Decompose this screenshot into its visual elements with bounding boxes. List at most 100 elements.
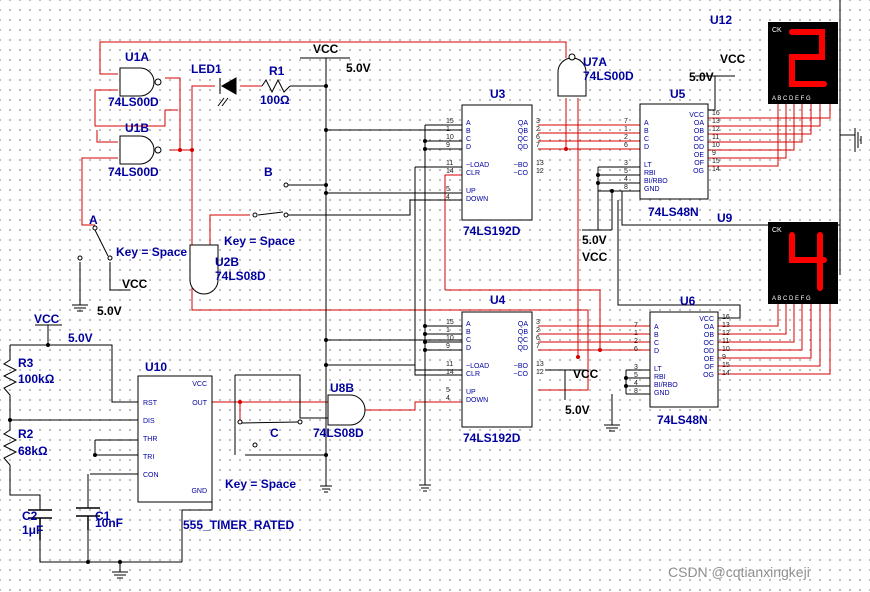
u6pins-pinnum-r2: 12 [722, 330, 730, 337]
label-vcc-top: VCC [313, 42, 339, 56]
component-labels: U1A 74LS00D U1B 74LS00D U7A 74LS00D U2B … [18, 13, 733, 537]
u6pins-pin-d: D [654, 348, 659, 355]
display-top-ck: CK [772, 27, 782, 34]
switch-b[interactable] [252, 182, 289, 218]
u3pins-pinnum-r2: 6 [536, 134, 540, 141]
u6pins-pinnum-r4: 10 [722, 346, 730, 353]
label-vcc-u4: VCC [573, 367, 599, 381]
label-u7a-part: 74LS00D [583, 69, 634, 83]
u5pins-pinnum-r5: 9 [712, 150, 716, 157]
u4pins-pin-c: C [466, 337, 471, 344]
u6pins-pinnum-r6: 15 [722, 362, 730, 369]
u6pins-pin-rbi: RBI [654, 374, 666, 381]
nand-gate-u1a [119, 67, 162, 97]
u4pins-pinnum-4: 11 [446, 361, 453, 368]
u4pins-pin-b: B [466, 329, 471, 336]
u5pins-pinnum-r4: 10 [712, 142, 720, 149]
u4pins-pin-qd: QD [518, 345, 529, 352]
led1-symbol [217, 77, 237, 107]
label-switch-c: C [270, 426, 279, 440]
u3pins-pinnum-3: 9 [446, 142, 450, 149]
u6pins-pin-oe: OE [704, 356, 714, 363]
u4pins-pin-~bo: ~BO [514, 363, 529, 370]
u5pins-pinnum-2: 2 [624, 134, 628, 141]
u10-pin-tri: TRI [143, 454, 154, 461]
label-vcc-switch-a: VCC [122, 277, 148, 291]
u5pins-pinnum-r3: 11 [712, 134, 719, 141]
label-r3-ref: R3 [18, 356, 34, 370]
u5pins-pin-og: OG [693, 168, 704, 175]
u3pins-pinnum-r4: 13 [536, 160, 544, 167]
label-u10-ref: U10 [145, 360, 167, 374]
u4pins-pin-down: DOWN [466, 397, 488, 404]
label-u10-part: 555_TIMER_RATED [183, 518, 294, 532]
u3pins-pinnum-r1: 2 [536, 126, 540, 133]
u5pins-pinnum-7: 8 [624, 184, 628, 191]
u3pins-pinnum-r3: 7 [536, 142, 540, 149]
u6pins-pinnum-2: 2 [634, 338, 638, 345]
label-c1-value: 10nF [95, 516, 123, 530]
u3pins-pin-qb: QB [518, 128, 528, 135]
u5pins-pin-ob: OB [694, 128, 704, 135]
u4pins-pin-up: UP [466, 389, 476, 396]
u5pins-pinnum-r7: 14 [712, 166, 720, 173]
label-u1b-part: 74LS00D [108, 165, 159, 179]
u3pins-pinnum-5: 14 [446, 168, 454, 175]
u10-pin-gnd: GND [191, 488, 207, 495]
u3pins-pinnum-6: 5 [446, 186, 450, 193]
u6pins-pinnum-r5: 9 [722, 354, 726, 361]
u3pins-pinnum-2: 10 [446, 134, 454, 141]
u6pins-pin-oc: OC [704, 340, 715, 347]
u6pins-pin-bi-rbo: BI/RBO [654, 382, 678, 389]
u5pins-pinnum-r1: 13 [712, 118, 720, 125]
u5pins-pinnum-4: 3 [624, 160, 628, 167]
u6pins-pinnum-r3: 11 [722, 338, 729, 345]
junction-dots-black [8, 84, 628, 564]
u4pins-pinnum-0: 15 [446, 319, 454, 326]
u6pins-pin-og: OG [703, 372, 714, 379]
resistor-r1 [261, 78, 291, 94]
u6pins-pin-oa: OA [704, 324, 714, 331]
label-switch-b-key: Key = Space [224, 234, 295, 248]
u4pins-pinnum-r3: 7 [536, 343, 540, 350]
u5pins-pinnum-r2: 12 [712, 126, 720, 133]
label-u6-ref: U6 [680, 294, 696, 308]
label-u1b-ref: U1B [125, 121, 149, 135]
label-u6-part: 74LS48N [657, 413, 708, 427]
label-u2b-ref: U2B [215, 255, 239, 269]
resistor-r2 [2, 429, 18, 466]
u4pins-pinnum-5: 14 [446, 369, 454, 376]
display-bottom-segments: A B C D E F G [772, 296, 811, 302]
label-switch-c-key: Key = Space [225, 477, 296, 491]
label-u12-ref: U12 [710, 13, 732, 27]
u4pins-pinnum-6: 5 [446, 387, 450, 394]
nand-gate-u7a [557, 53, 587, 97]
u4pins-pin-~load: ~LOAD [466, 363, 489, 370]
u6pins-pinnum-3: 6 [634, 346, 638, 353]
u3pins-pinnum-4: 11 [446, 160, 453, 167]
u10-pin-vcc: VCC [192, 381, 207, 388]
label-u5-part: 74LS48N [648, 205, 699, 219]
u6pins-pinnum-r0: 16 [722, 314, 730, 321]
u4pins-pin-clr: CLR [466, 371, 480, 378]
u6pins-pin-of: OF [704, 364, 714, 371]
u4pins-pinnum-2: 10 [446, 335, 454, 342]
u5pins-pin-gnd: GND [644, 186, 660, 193]
switch-c[interactable] [237, 419, 303, 448]
label-u8b-ref: U8B [330, 381, 354, 395]
switch-a[interactable] [77, 225, 113, 261]
u5pins-pin-a: A [644, 120, 649, 127]
label-c2-value: 1μF [22, 523, 43, 537]
label-u9-ref: U9 [717, 211, 733, 225]
u3pins-pinnum-7: 4 [446, 194, 450, 201]
label-r3-value: 100kΩ [18, 372, 55, 386]
label-u4-ref: U4 [490, 293, 506, 307]
label-u5-ref: U5 [670, 87, 686, 101]
label-u1a-part: 74LS00D [108, 95, 159, 109]
and-gate-u2b [189, 244, 219, 295]
seven-segment-display-top: CK A B C D E F G 2 [768, 22, 838, 104]
label-c2-ref: C2 [22, 509, 38, 523]
u6pins-pinnum-1: 1 [634, 330, 638, 337]
u5pins-pinnum-3: 6 [624, 142, 628, 149]
